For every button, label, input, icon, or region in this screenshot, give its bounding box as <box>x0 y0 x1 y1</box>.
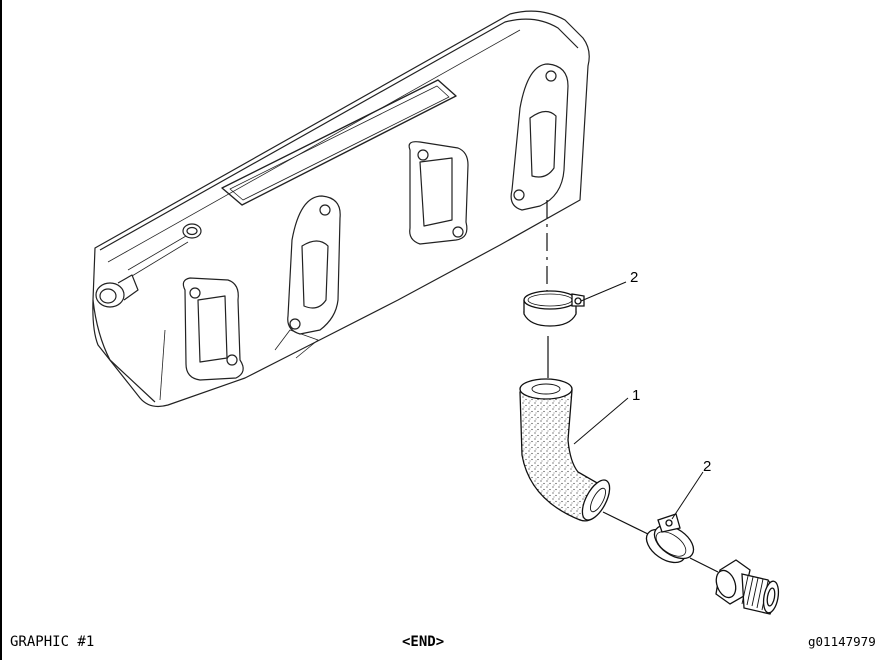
end-marker: <END> <box>402 634 445 650</box>
threaded-fitting <box>715 559 780 615</box>
callout-hose: 1 <box>632 387 640 404</box>
callout-clamp-upper: 2 <box>630 269 638 286</box>
assembly-centerline <box>546 200 719 573</box>
reference-id: g01147979 <box>808 634 876 649</box>
elbow-hose <box>519 378 611 522</box>
upper-hose-clamp <box>523 290 585 327</box>
graphic-label: GRAPHIC #1 <box>10 634 95 650</box>
exhaust-manifold <box>92 10 590 408</box>
callout-clamp-lower: 2 <box>703 458 711 475</box>
leader-lines <box>573 281 704 520</box>
lower-hose-clamp <box>645 513 695 564</box>
